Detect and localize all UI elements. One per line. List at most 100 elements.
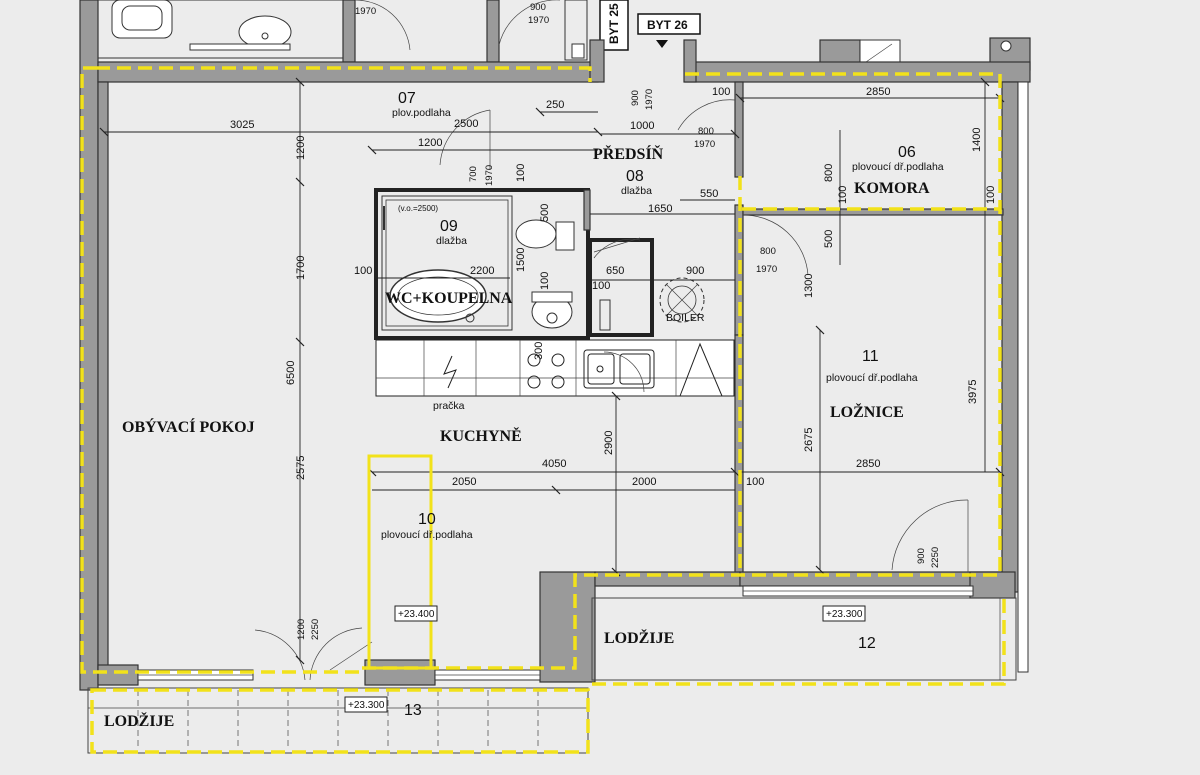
dim-label: 2575: [295, 456, 307, 480]
dim-label: 100: [592, 280, 610, 292]
bathroom-fixtures: [381, 195, 575, 331]
dim-label: 800: [823, 164, 835, 182]
dim-label: 1200: [418, 137, 442, 149]
dim-label: 800: [760, 246, 776, 257]
byt-26-tag: [637, 13, 701, 35]
room-09-floor: dlažba: [436, 235, 467, 247]
room-08-number: 08: [626, 168, 644, 185]
room-13-number: 13: [404, 702, 422, 719]
dim-label: 1970: [756, 264, 777, 275]
dim-label: 1400: [971, 128, 983, 152]
dim-label: 2000: [632, 476, 656, 488]
dim-label: 900: [686, 265, 704, 277]
dim-label: 900: [630, 90, 641, 106]
dim-label: 250: [546, 99, 564, 111]
byt-25-tag: [599, 0, 629, 51]
room-09-note: (v.o.=2500): [398, 204, 438, 213]
washbasin-icon: [515, 219, 557, 249]
dim-label: 300: [533, 342, 545, 360]
dim-label: 2500: [454, 118, 478, 130]
room-11-number: 11: [862, 348, 879, 365]
room-10-number: 10: [418, 511, 436, 528]
dim-label: 550: [700, 188, 718, 200]
dim-label: 1970: [694, 139, 715, 150]
dim-label: 4050: [542, 458, 566, 470]
room-10-floor: plovoucí dř.podlaha: [381, 529, 473, 541]
level-13: +23.300: [348, 700, 385, 711]
door-swings: [254, 99, 969, 681]
vertical-dimension-texts: 1200 1700 6500 2575 2900 1400 800 500 13…: [285, 89, 997, 640]
dim-label: 1200: [295, 136, 307, 160]
bathtub-icon: [111, 0, 173, 39]
room-09-name: WC+KOUPELNA: [385, 290, 513, 307]
room-12-number: 12: [858, 635, 876, 652]
dim-label: 2050: [452, 476, 476, 488]
room-09-number: 09: [440, 218, 458, 235]
room-07-number: 07: [398, 90, 416, 107]
dim-label: 2900: [603, 431, 615, 455]
dim-label: 1970: [528, 15, 549, 26]
dimension-ticks: [99, 77, 1005, 665]
room-labels: 07 plov.podlaha PŘEDSÍŇ 08 dlažba 06 plo…: [104, 90, 944, 730]
living-room-name: OBÝVACÍ POKOJ: [122, 417, 255, 436]
kitchen-appliance-label: pračka: [433, 400, 465, 412]
dim-label: 2250: [310, 619, 321, 640]
dimension-lines: [104, 82, 1000, 660]
dim-label: 1650: [648, 203, 672, 215]
room-06-number: 06: [898, 144, 916, 161]
washing-machine-icon: [443, 355, 457, 389]
level-markers: +23.400 +23.300 +23.300: [344, 605, 866, 713]
room-11-name: LOŽNICE: [830, 402, 904, 421]
room-08-name: PŘEDSÍŇ: [593, 144, 664, 163]
dim-label: 100: [985, 186, 997, 204]
dim-label: 100: [837, 186, 849, 204]
dim-label: 100: [539, 272, 551, 290]
dim-label: 2675: [803, 428, 815, 452]
dim-label: 1300: [803, 274, 815, 298]
room-06-name: KOMORA: [854, 180, 930, 197]
byt-26-label: BYT 26: [647, 18, 688, 32]
sink-icon: [238, 15, 292, 49]
dim-label: 2850: [856, 458, 880, 470]
dim-label: 1000: [630, 120, 654, 132]
dim-label: 100: [746, 476, 764, 488]
level-12: +23.300: [826, 609, 863, 620]
dim-label: 100: [515, 164, 527, 182]
room-07-floor: plov.podlaha: [392, 107, 451, 119]
dim-label: 100: [712, 86, 730, 98]
dim-label: 500: [823, 230, 835, 248]
boiler-icon: [659, 277, 705, 323]
dim-label: 650: [606, 265, 624, 277]
room-13-name: LODŽIJE: [104, 711, 174, 730]
dim-label: 2850: [866, 86, 890, 98]
loggia-guides: [137, 690, 539, 750]
dim-label: 1970: [355, 6, 376, 17]
dim-label: 2200: [470, 265, 494, 277]
byt-25-label: BYT 25: [607, 3, 621, 44]
dim-label: 2250: [930, 547, 941, 568]
dim-label: 900: [530, 2, 546, 13]
yellow-outline: [80, 66, 1006, 754]
bathtub-icon: [389, 269, 487, 323]
windows: [137, 585, 974, 681]
dim-label: 1700: [295, 256, 307, 280]
boiler-label: BOILER: [666, 312, 705, 324]
kitchen-counter: [375, 339, 735, 397]
dim-label: 6500: [285, 361, 297, 385]
level-10: +23.400: [398, 609, 435, 620]
room-08-floor: dlažba: [621, 185, 652, 197]
room-06-floor: plovoucí dř.podlaha: [852, 161, 944, 173]
room-12-name: LODŽIJE: [604, 628, 674, 647]
dim-label: 800: [698, 126, 714, 137]
apartment-tags: BYT 25 BYT 26: [599, 0, 701, 51]
kitchen-name: KUCHYNĚ: [440, 426, 522, 445]
dim-label: 3025: [230, 119, 254, 131]
dim-label: 1500: [515, 248, 527, 272]
kitchen-sink-icon: [583, 349, 655, 389]
dim-label: 900: [916, 548, 927, 564]
boiler-closet: [588, 237, 705, 337]
cooktop-icon: [527, 353, 565, 389]
dim-label: 3975: [967, 380, 979, 404]
fridge-icon: [679, 342, 723, 397]
